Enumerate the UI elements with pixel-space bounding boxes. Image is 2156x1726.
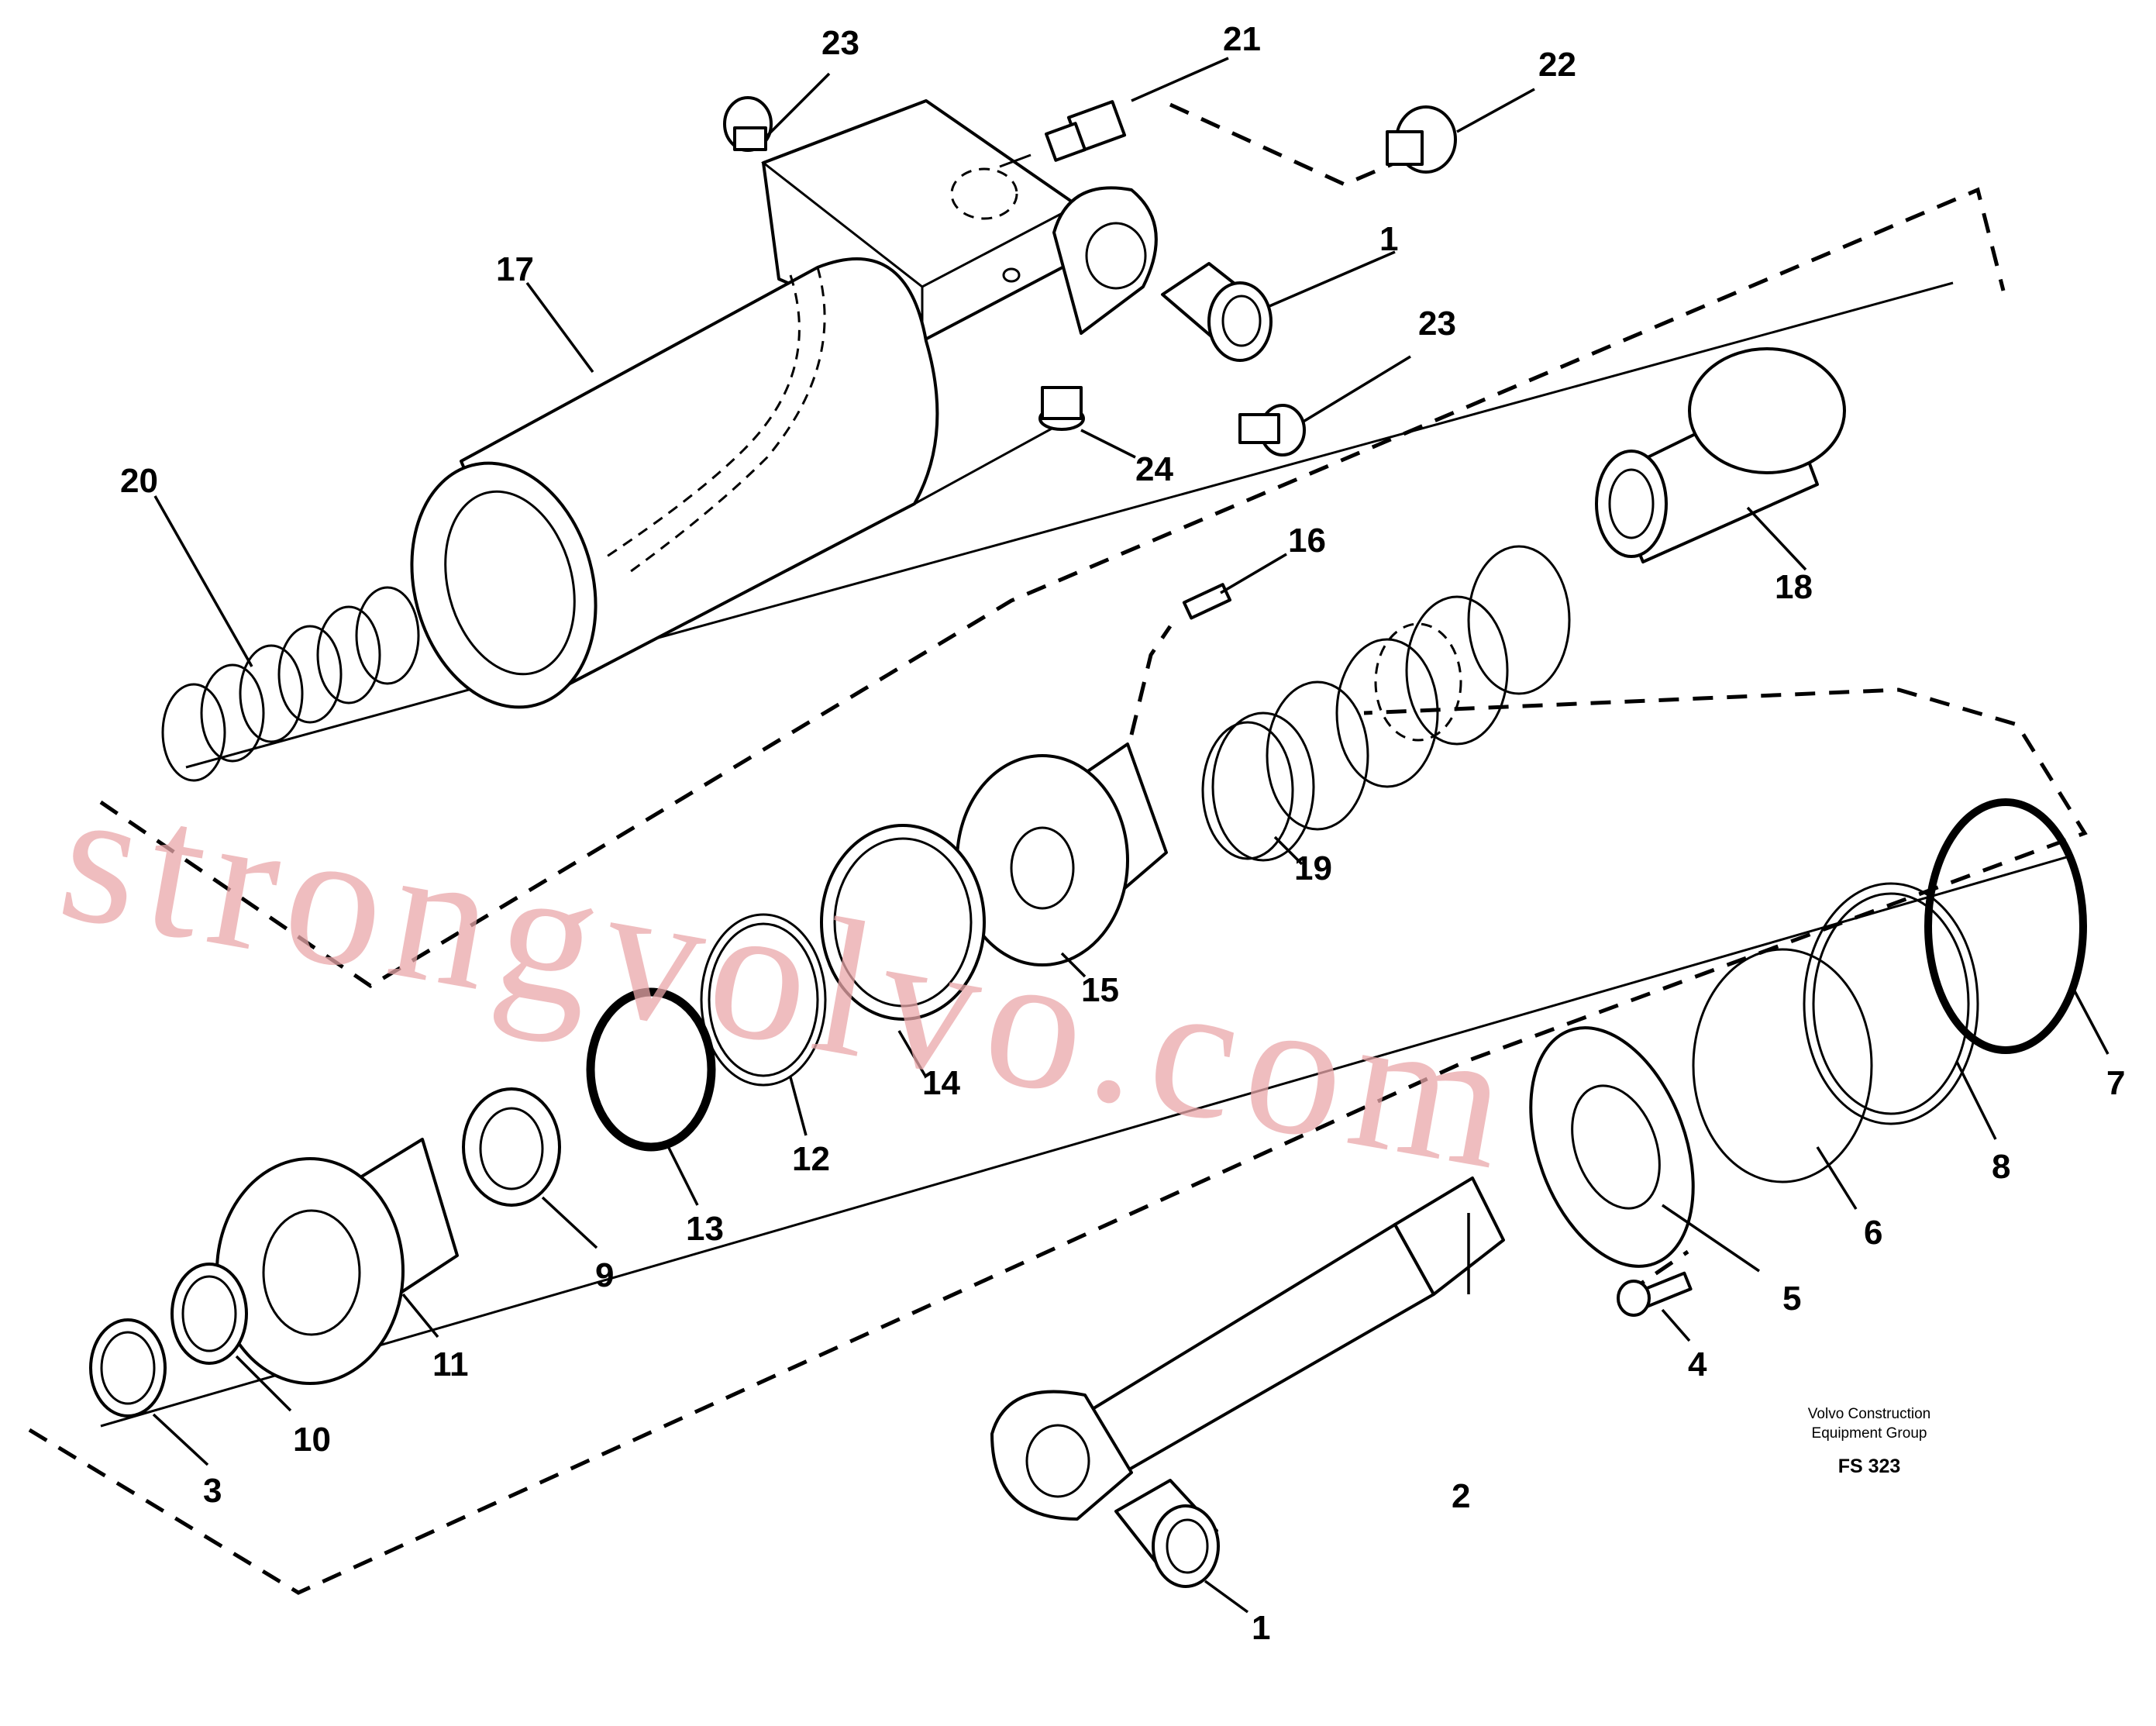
valve-fittings — [723, 96, 1457, 456]
callout-17: 17 — [496, 250, 534, 288]
ring-13 — [586, 987, 716, 1152]
bolt-4 — [1617, 1271, 1693, 1317]
spring-19 — [1201, 545, 1571, 862]
callout-13: 13 — [686, 1210, 724, 1248]
leader-lines — [152, 57, 2110, 1614]
callout-22: 22 — [1538, 46, 1576, 84]
set-screw-16 — [1182, 583, 1232, 620]
piston-rod-2 — [990, 1177, 1505, 1521]
ring-10 — [170, 1263, 248, 1365]
spring-20 — [161, 586, 420, 782]
callout-15: 15 — [1081, 971, 1119, 1009]
callout-16: 16 — [1288, 522, 1326, 560]
callout-3: 3 — [203, 1472, 222, 1510]
credit-block: Volvo Construction Equipment Group FS 32… — [1808, 1406, 1930, 1477]
plug-22 — [1386, 105, 1457, 174]
check-valve-21 — [999, 100, 1127, 168]
piston-15 — [956, 742, 1168, 966]
plug-23-side — [1238, 404, 1306, 456]
callout-1-front: 1 — [1252, 1609, 1270, 1647]
lower-assembly-boundary — [28, 687, 2088, 1595]
cylinder-barrel — [410, 99, 1158, 709]
bushing-9 — [462, 1087, 561, 1207]
callout-14: 14 — [922, 1064, 960, 1102]
bushing-front — [1114, 1479, 1220, 1588]
snap-ring-6 — [1692, 948, 1873, 1183]
credit-line-1: Volvo Construction — [1808, 1406, 1930, 1422]
callout-7: 7 — [2106, 1064, 2125, 1102]
plug-23-top — [723, 96, 773, 152]
lower-axis — [100, 855, 2070, 1428]
callout-11: 11 — [432, 1345, 469, 1383]
callout-9: 9 — [595, 1256, 614, 1294]
callout-23-side: 23 — [1418, 305, 1456, 343]
seal-12 — [700, 913, 827, 1087]
callout-8: 8 — [1992, 1148, 2010, 1186]
cylinder-head-11 — [215, 1138, 459, 1385]
tube-18 — [1595, 347, 1846, 563]
o-ring-7 — [1924, 798, 2087, 1054]
callout-4: 4 — [1688, 1345, 1707, 1383]
callout-23-top: 23 — [821, 24, 859, 62]
bushing-rear — [1161, 262, 1273, 362]
drain-link — [1129, 625, 1173, 736]
callout-24: 24 — [1135, 450, 1173, 488]
guide-ring-14 — [820, 824, 986, 1021]
valve-port-link — [1169, 102, 1400, 187]
callout-2: 2 — [1452, 1477, 1470, 1515]
credit-line-2: Equipment Group — [1812, 1425, 1927, 1442]
flange-5 — [1529, 1026, 1695, 1268]
figure-code: FS 323 — [1838, 1456, 1901, 1477]
rear-eye — [1052, 186, 1158, 335]
callout-10: 10 — [293, 1421, 331, 1459]
ring-8 — [1803, 882, 1979, 1125]
plug-24 — [1038, 386, 1085, 431]
callout-labels: 1 2 3 4 5 6 7 8 9 10 11 12 13 14 15 16 1… — [120, 20, 2125, 1647]
wiper-3 — [89, 1318, 167, 1418]
callout-12: 12 — [792, 1140, 830, 1178]
callout-18: 18 — [1775, 568, 1813, 606]
callout-6: 6 — [1864, 1214, 1882, 1252]
callout-19: 19 — [1294, 849, 1332, 887]
callout-21: 21 — [1223, 20, 1261, 58]
assembly-boundaries — [28, 102, 2088, 1595]
callout-20: 20 — [120, 462, 158, 500]
callout-1-rear: 1 — [1379, 220, 1398, 258]
callout-5: 5 — [1782, 1280, 1801, 1318]
upper-assembly-boundary — [99, 187, 2006, 988]
